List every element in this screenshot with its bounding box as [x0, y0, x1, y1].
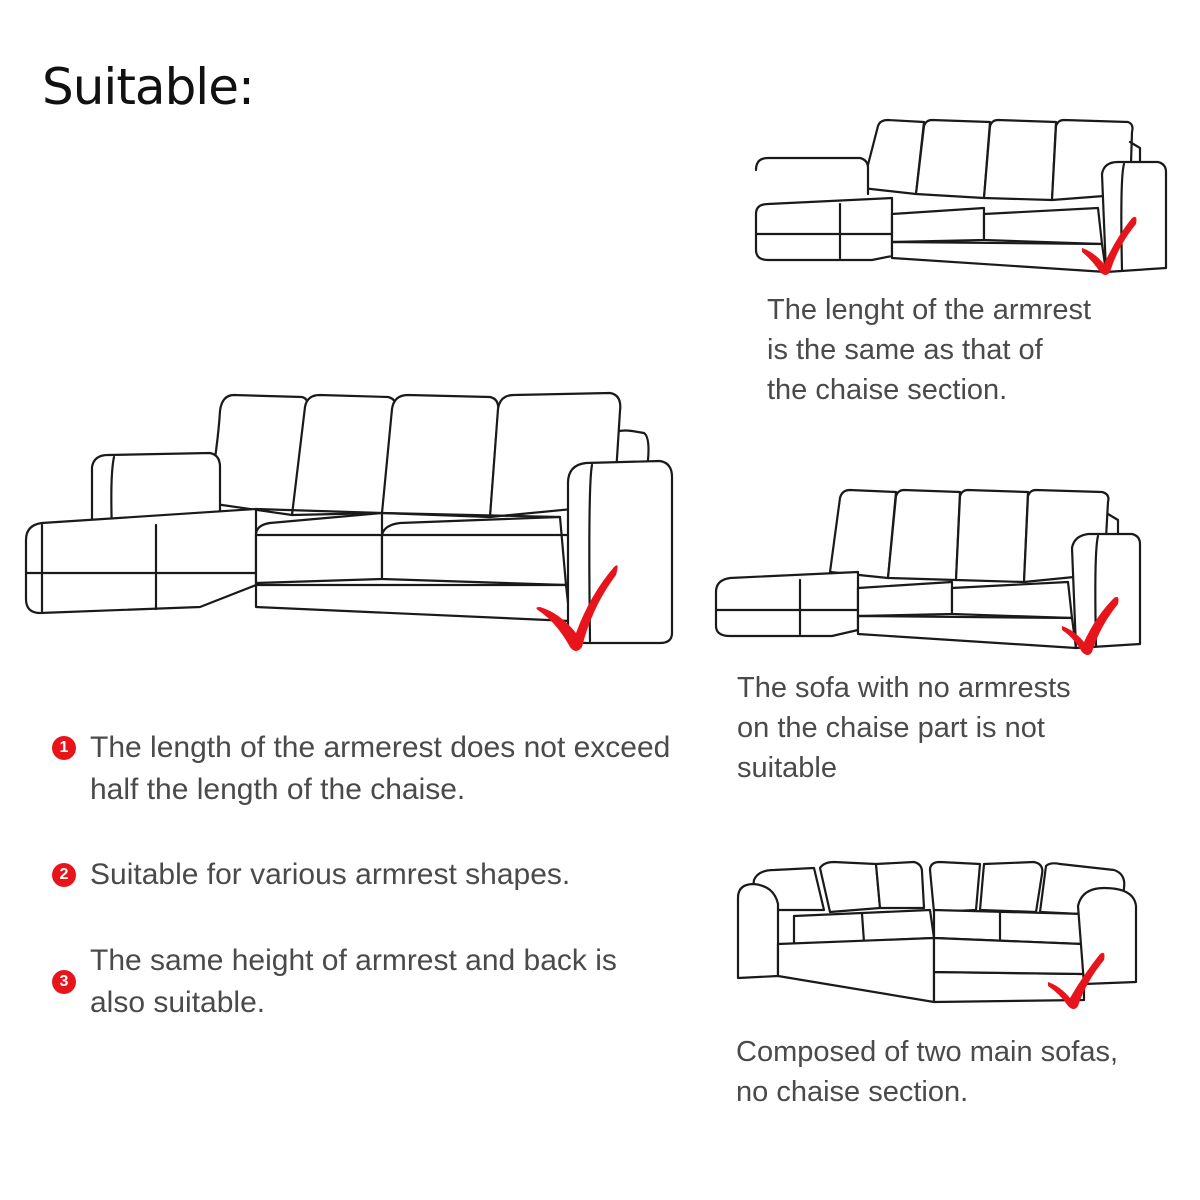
note-text: The same height of armrest and back is a… [90, 944, 617, 1019]
number-badge-icon: 3 [52, 970, 76, 994]
example-caption-two-main-sofas: Composed of two main sofas, no chaise se… [736, 1036, 1119, 1108]
armless-chaise-sofa-illustration [714, 488, 1142, 655]
number-badge-icon: 1 [52, 736, 76, 760]
page-title: Suitable: [42, 58, 255, 116]
chaise-sofa-illustration [754, 118, 1168, 275]
l-shaped-sofa-illustration [24, 391, 674, 651]
example-caption-no-armrest-chaise: The sofa with no armrests on the chaise … [737, 672, 1071, 784]
note-text: The length of the armerest does not exce… [90, 731, 671, 806]
corner-sofa-illustration [736, 860, 1138, 1009]
note-3: 3 The same height of armrest and back is… [52, 940, 617, 1024]
number-badge-icon: 2 [52, 863, 76, 887]
note-2: 2 Suitable for various armrest shapes. [52, 854, 570, 896]
note-1: 1 The length of the armerest does not ex… [52, 727, 670, 811]
example-caption-armrest-chaise-same: The lenght of the armrest is the same as… [767, 294, 1091, 406]
note-text: Suitable for various armrest shapes. [90, 858, 571, 891]
check-mark-icon [536, 565, 618, 651]
